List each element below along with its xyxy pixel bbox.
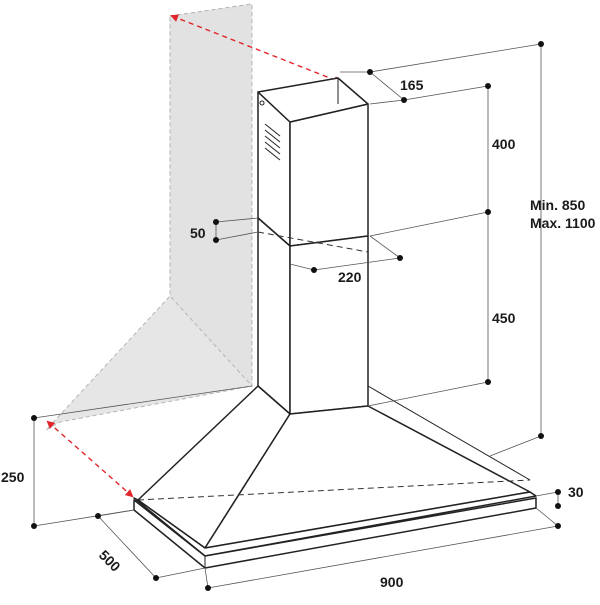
lower-chimney-front	[289, 235, 369, 415]
vent-slots	[264, 123, 281, 161]
label-canopy-height: 250	[1, 469, 25, 485]
label-depth: 500	[96, 547, 124, 575]
label-width: 900	[380, 574, 404, 590]
label-rim-height: 30	[568, 484, 584, 500]
label-lower-chimney-height: 450	[492, 310, 516, 326]
upper-chimney-top	[257, 77, 369, 123]
top-depth-arrow	[170, 14, 342, 84]
screw-icon	[259, 100, 265, 106]
upper-chimney-front	[289, 103, 369, 247]
bottom-depth-arrow	[46, 420, 134, 498]
label-overlap: 50	[190, 225, 206, 241]
label-lower-chimney-width: 220	[338, 269, 362, 285]
canopy-back-edge	[367, 385, 531, 481]
dimension-dots	[31, 41, 561, 591]
label-total-height-max: Max. 1100	[530, 215, 596, 231]
label-upper-chimney-height: 400	[492, 136, 516, 152]
label-total-height-min: Min. 850	[530, 197, 585, 213]
canopy-hidden-back-edge	[137, 479, 531, 501]
lower-chimney-side	[257, 217, 291, 415]
label-chimney-width: 165	[400, 77, 424, 93]
lower-chimney-hidden-edge	[257, 231, 369, 253]
